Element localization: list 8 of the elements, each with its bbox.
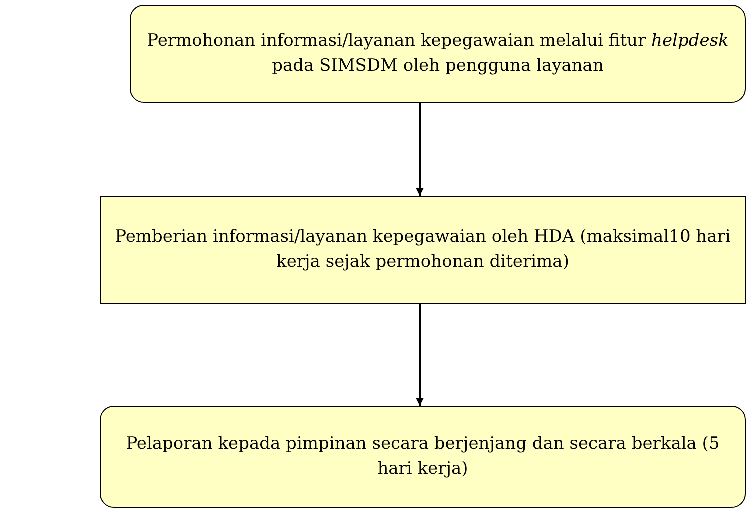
process-box: [130, 5, 746, 103]
arrow: [416, 304, 424, 406]
step-text: Permohonan informasi/layanan kepegawaian melalui fitur helpdesk pada SIMSDM oleh pengguna layanan: [146, 30, 730, 78]
process-box: [100, 406, 746, 508]
step-text: Pelaporan kepada pimpinan secara berjenjang dan secara berkala (5 hari kerja): [125, 433, 721, 481]
process-box: [100, 196, 746, 304]
step-text: Pemberian informasi/layanan kepegawaian oleh HDA (maksimal10 hari kerja sejak permohonan diterima): [115, 226, 731, 274]
arrow: [416, 103, 424, 196]
